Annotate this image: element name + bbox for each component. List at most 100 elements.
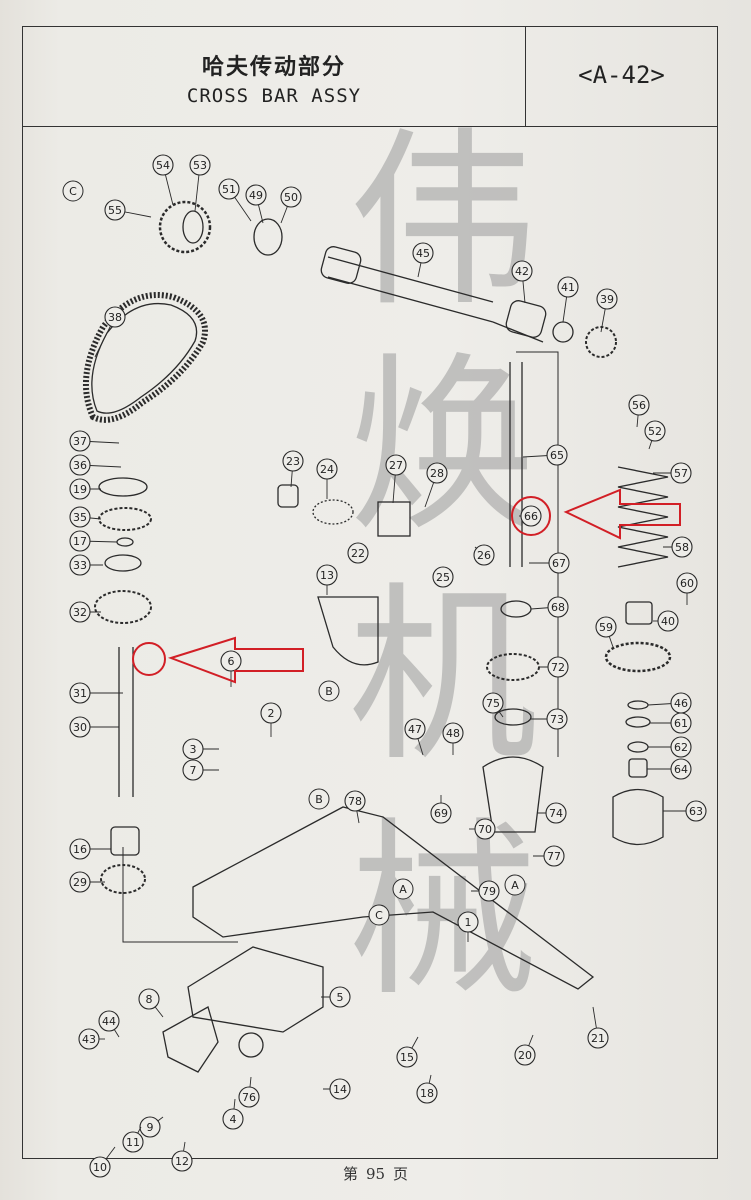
callout-circle (220, 650, 242, 672)
callout-circle (442, 722, 464, 744)
callout-number: 16 (73, 843, 87, 856)
bearing-61 (625, 716, 651, 728)
callout-28: 28 (424, 462, 448, 508)
callout-12: 12 (171, 1141, 193, 1172)
callout-25: 25 (432, 566, 454, 588)
feed-line-right (516, 351, 559, 757)
callout-circle (547, 596, 569, 618)
collar-16 (110, 826, 140, 856)
housing-5 (187, 946, 324, 1033)
frame-1 (192, 806, 595, 990)
callout-number: 35 (73, 511, 87, 524)
bearing-33 (104, 554, 142, 572)
callout-27: 27 (385, 454, 407, 504)
highlight-layer (132, 488, 681, 684)
callout-circle (432, 566, 454, 588)
callout-circle (69, 506, 91, 528)
callout-circle (596, 288, 618, 310)
callout-10: 10 (89, 1146, 116, 1178)
callout-70: 70 (469, 818, 496, 840)
callout-50: 50 (280, 186, 302, 224)
callout-circle (587, 1027, 609, 1049)
callout-number: 79 (482, 885, 496, 898)
callout-circle (329, 1078, 351, 1100)
ref-letter: B (325, 685, 333, 698)
ref-marker-A: A (392, 878, 414, 900)
callout-number: 28 (430, 467, 444, 480)
callout-78: 78 (344, 790, 366, 824)
callout-circle (670, 736, 692, 758)
callout-circle (69, 716, 91, 738)
callout-48: 48 (442, 722, 464, 755)
callout-number: 14 (333, 1083, 347, 1096)
callout-49: 49 (245, 184, 267, 224)
callout-53: 53 (189, 154, 211, 212)
ref-marker-B: B (308, 788, 330, 810)
footer-prefix: 第 (342, 1165, 358, 1183)
callout-circle (69, 430, 91, 452)
callout-number: 22 (351, 547, 365, 560)
callout-number: 68 (551, 601, 565, 614)
callout-51: 51 (218, 178, 252, 222)
callout-8: 8 (138, 988, 164, 1018)
callout-circle (396, 1046, 418, 1068)
callout-number: 5 (337, 991, 344, 1004)
callout-45: 45 (412, 242, 434, 278)
callout-number: 37 (73, 435, 87, 448)
callout-number: 18 (420, 1087, 434, 1100)
callout-number: 46 (674, 697, 688, 710)
callout-15: 15 (396, 1036, 419, 1068)
callout-circle (171, 1150, 193, 1172)
ref-marker-C: C (368, 904, 390, 926)
watermark-glyph: 机 (348, 566, 538, 787)
callout-circle (316, 458, 338, 480)
callout-21: 21 (587, 1006, 609, 1049)
highlight-arrow-left (167, 636, 304, 684)
pulley-39 (585, 326, 617, 358)
bracket-13 (317, 596, 379, 666)
footer-suffix: 页 (393, 1165, 409, 1183)
callout-circle (671, 536, 693, 558)
callout-number: 41 (561, 281, 575, 294)
highlight-circle-66 (511, 496, 551, 536)
bearing-41 (552, 321, 574, 343)
callout-circle (138, 988, 160, 1010)
callout-46: 46 (647, 692, 692, 714)
callout-42: 42 (511, 260, 533, 304)
callout-circle (595, 616, 617, 638)
highlight-circle-pin (132, 642, 166, 676)
callout-number: 49 (249, 189, 263, 202)
callout-circle (69, 682, 91, 704)
callout-22: 22 (347, 542, 369, 564)
header-title-cell: 哈夫传动部分 CROSS BAR ASSY (23, 27, 526, 126)
callout-circle (344, 790, 366, 812)
callout-58: 58 (663, 536, 693, 558)
callout-number: 29 (73, 876, 87, 889)
callout-5: 5 (321, 986, 351, 1008)
callout-circle (152, 154, 174, 176)
callout-number: 17 (73, 535, 87, 548)
callout-circle (430, 802, 452, 824)
callout-number: 54 (156, 159, 170, 172)
callout-number: 72 (551, 661, 565, 674)
collar-40 (625, 601, 653, 625)
callout-62: 62 (648, 736, 692, 758)
callout-44: 44 (98, 1010, 120, 1038)
callout-52: 52 (644, 420, 666, 450)
callout-circle (69, 554, 91, 576)
callout-number: 24 (320, 463, 334, 476)
callout-circle (511, 260, 533, 282)
callout-number: 57 (674, 467, 688, 480)
housing-74 (482, 756, 544, 833)
callout-circle (238, 1086, 260, 1108)
bearing-76 (238, 1032, 264, 1058)
footer-number: 95 (365, 1165, 386, 1183)
callout-number: 36 (73, 459, 87, 472)
callout-circle (676, 572, 698, 594)
callout-circle (222, 1108, 244, 1130)
header: 哈夫传动部分 CROSS BAR ASSY <A-42> (23, 27, 717, 127)
callout-6: 6 (220, 650, 242, 687)
callout-number: 56 (632, 399, 646, 412)
callout-circle (104, 306, 126, 328)
